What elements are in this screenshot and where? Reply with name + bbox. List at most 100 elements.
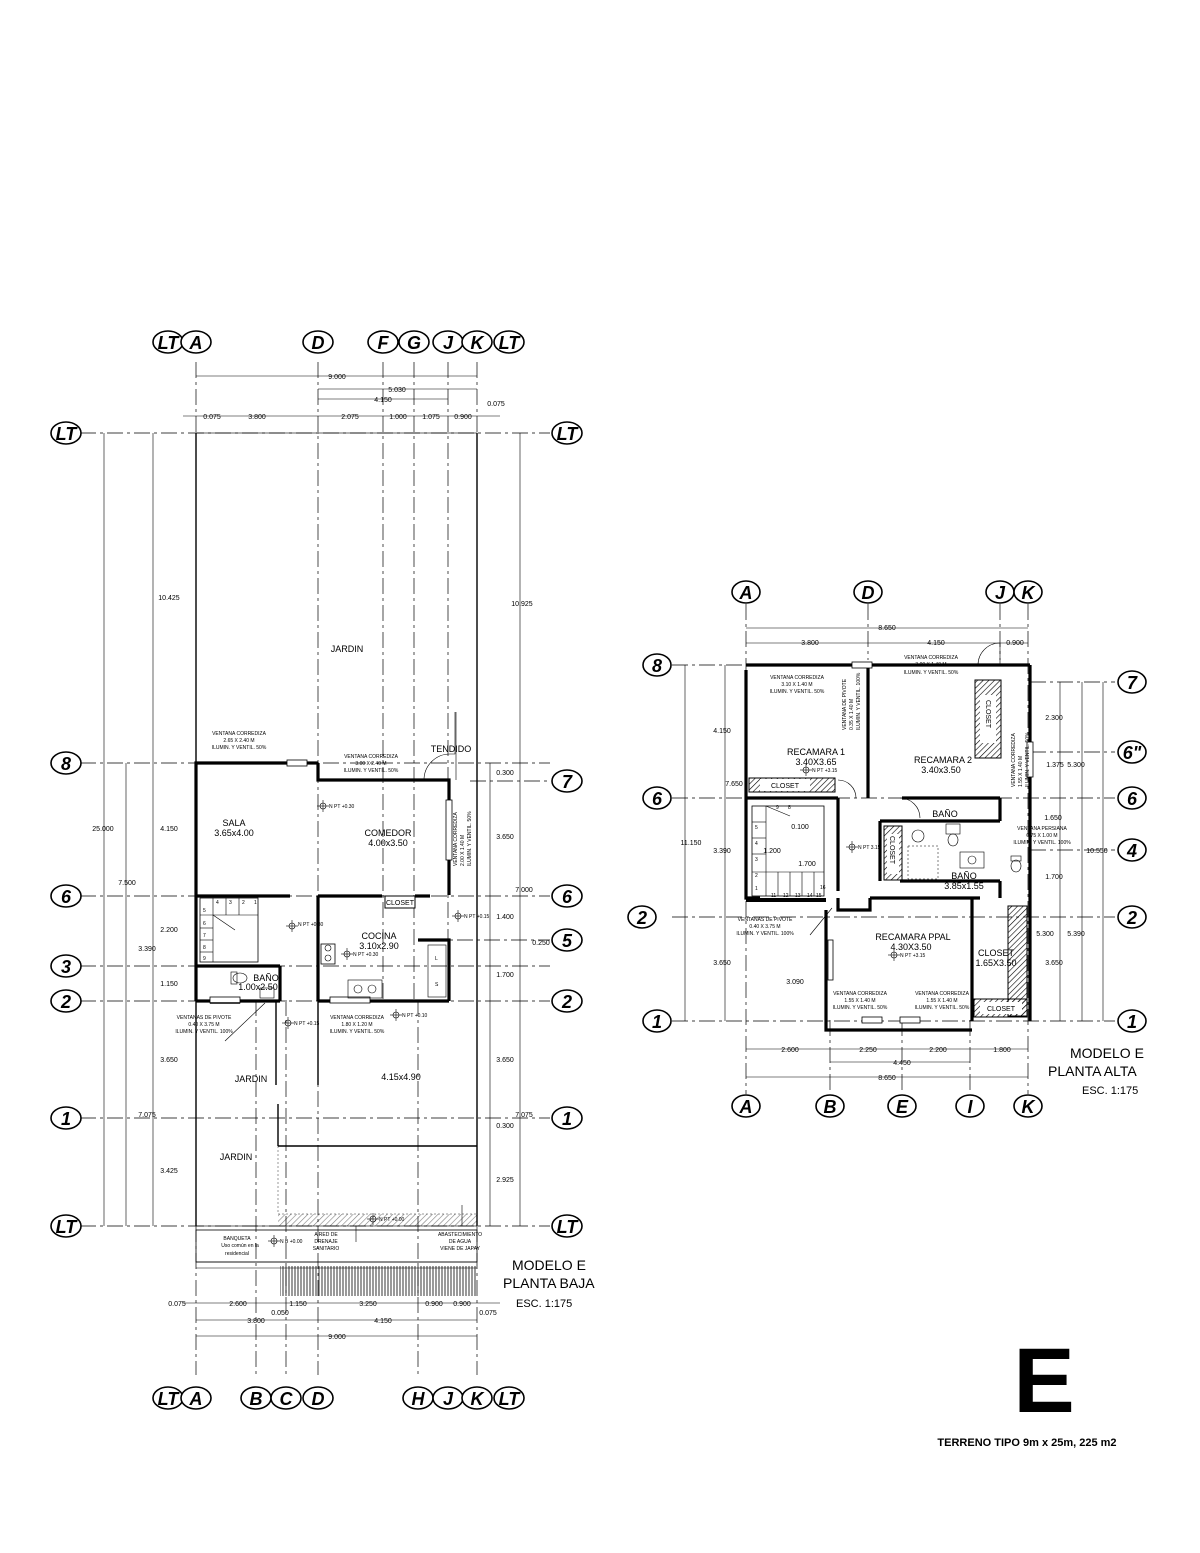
svg-text:2: 2	[1126, 908, 1137, 928]
axis-bubble: LT	[551, 421, 583, 445]
window-note: 1.55 X 1.40 M	[844, 998, 875, 1004]
window-note: VENTANA CORREDIZA	[212, 731, 266, 737]
svg-text:2: 2	[636, 908, 647, 928]
room-size: 4.15x4.90	[381, 1072, 421, 1082]
dim-label: 1.700	[496, 972, 514, 979]
axis-bubble: LT	[551, 1214, 583, 1238]
window-note: 1.55 X 1.40 M	[1018, 756, 1024, 787]
room-name: RECAMARA 2	[914, 755, 972, 765]
closet-label: CLOSET	[771, 783, 800, 790]
dim-label: 4.150	[374, 1318, 392, 1325]
svg-text:LT: LT	[557, 1217, 580, 1237]
dim-label: 1.000	[389, 414, 407, 421]
axis-bubble: 3	[50, 954, 82, 978]
dim-label: 0.100	[791, 824, 809, 831]
pb-walls	[194, 432, 478, 1227]
dim-label: 2.200	[929, 1047, 947, 1054]
dim-label: 4.150	[160, 826, 178, 833]
dim-label: 2.600	[229, 1301, 247, 1308]
model-letter: E	[1013, 1330, 1074, 1432]
axis-bubble: 8	[642, 653, 672, 677]
room-size: 4.30X3.50	[890, 942, 931, 952]
dim-label: 1.075	[422, 414, 440, 421]
level-marker: N PT 3.15	[846, 841, 881, 853]
svg-text:N PT +0.15: N PT +0.15	[464, 914, 490, 920]
pa-level-markers: N PT +3.15 N PT 3.15 N PT +3.15	[800, 764, 926, 961]
window-note: 3.10 X 1.40 M	[781, 682, 812, 688]
svg-text:I: I	[967, 1097, 973, 1117]
svg-text:15: 15	[816, 893, 822, 899]
axis-bubble: LT	[152, 1386, 184, 1410]
axis-bubble: 1	[50, 1106, 82, 1130]
dim-label: 0.300	[496, 1123, 514, 1130]
svg-text:1: 1	[755, 886, 758, 892]
dim-label: 10.550	[1086, 848, 1108, 855]
svg-text:8: 8	[203, 945, 206, 951]
dim-label: 4.150	[713, 728, 731, 735]
svg-text:8: 8	[61, 754, 71, 774]
dim-label: 4.450	[893, 1060, 911, 1067]
axis-bubble: J	[432, 330, 464, 354]
svg-text:K: K	[471, 1389, 486, 1409]
model-badge: E TERRENO TIPO 9m x 25m, 225 m2	[937, 1330, 1116, 1449]
dim-label: 0.900	[453, 1301, 471, 1308]
svg-text:N PT +0.30: N PT +0.30	[329, 804, 355, 810]
dim-label: 1.375	[1046, 762, 1064, 769]
window-note: VENTANA CORREDIZA	[344, 754, 398, 760]
dim-label: 1.150	[160, 981, 178, 988]
room-name: SALA	[222, 818, 245, 828]
dim-label: 3.090	[786, 979, 804, 986]
svg-text:1: 1	[61, 1109, 71, 1129]
dim-label: 1.800	[993, 1047, 1011, 1054]
dim-label: 3.800	[248, 414, 266, 421]
dim-label: 5.390	[1067, 931, 1085, 938]
axis-bubble: E	[887, 1094, 917, 1118]
svg-text:C: C	[280, 1389, 294, 1409]
pa-axis-bubbles: A D J K A B E I K 8 6 2 1 7 6" 6 4 2 1	[627, 580, 1147, 1118]
window-note: ILUMIN. Y VENTIL. 100%	[856, 672, 862, 730]
axis-bubble: D	[302, 330, 334, 354]
svg-text:F: F	[378, 333, 390, 353]
window-note: VENTANA CORREDIZA	[770, 675, 824, 681]
svg-text:LT: LT	[499, 1389, 522, 1409]
svg-text:LT: LT	[56, 424, 79, 444]
dim-label: 3.390	[713, 848, 731, 855]
window-note: 2.65 X 2.40 M	[223, 738, 254, 744]
pa-title: MODELO E PLANTA ALTA ESC. 1:175	[1048, 1045, 1144, 1097]
axis-bubble: 1	[1117, 1009, 1147, 1033]
svg-text:H: H	[412, 1389, 426, 1409]
svg-text:A: A	[739, 1097, 753, 1117]
dim-label: 0.250	[532, 940, 550, 947]
planta-baja: LT A D F G J K LT LT A B C D H J K LT LT…	[50, 330, 595, 1410]
dim-label: 3.650	[496, 1057, 514, 1064]
window-note: VENTANAS DE PIVOTE	[738, 917, 793, 923]
svg-text:E: E	[896, 1097, 909, 1117]
svg-text:S: S	[435, 982, 439, 988]
window-note: 1.55 X 1.40 M	[926, 998, 957, 1004]
svg-text:LT: LT	[557, 424, 580, 444]
dim-label: 0.900	[454, 414, 472, 421]
dim-label: 7.500	[118, 880, 136, 887]
window-note: 2.00 X 1.40 M	[460, 835, 466, 866]
dim-label: 3.390	[138, 946, 156, 953]
axis-bubble: K	[1013, 580, 1043, 604]
dim-label: 3.650	[713, 960, 731, 967]
dim-label: 0.075	[168, 1301, 186, 1308]
window-note: 1.80 X 1.20 M	[341, 1022, 372, 1028]
svg-text:J: J	[443, 1389, 454, 1409]
window-note: VENTANA CORREDIZA	[904, 655, 958, 661]
plan-title: MODELO E	[512, 1257, 586, 1273]
water-note: DE AGUA	[449, 1239, 472, 1245]
dim-label: 1.400	[496, 914, 514, 921]
closet-label: CLOSET	[984, 700, 991, 729]
svg-text:K: K	[471, 333, 486, 353]
window-note: VENTANA DE PIVOTE	[842, 678, 848, 730]
drainage-note: DRENAJE	[314, 1239, 338, 1245]
svg-text:4: 4	[755, 841, 758, 847]
svg-text:N PT +0.10: N PT +0.10	[402, 1013, 428, 1019]
dim-label: 9.000	[328, 1334, 346, 1341]
svg-text:3: 3	[61, 957, 71, 977]
dim-label: 3.650	[160, 1057, 178, 1064]
axis-bubble: J	[432, 1386, 464, 1410]
